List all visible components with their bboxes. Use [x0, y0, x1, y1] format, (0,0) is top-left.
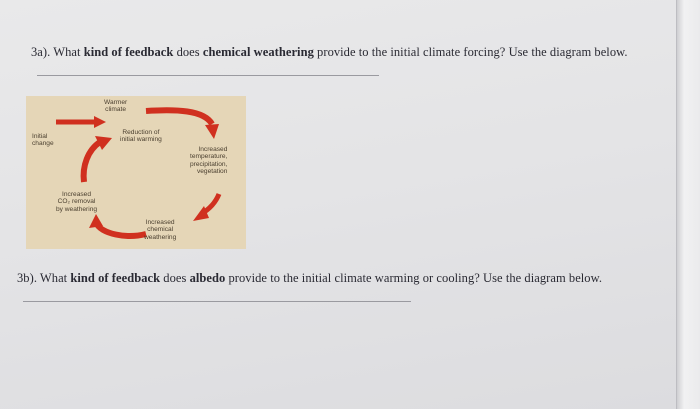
feedback-arrows — [56, 107, 222, 239]
question-3b-bold-1: kind of feedback — [70, 271, 161, 285]
warmer-climate-label: Warmer climate — [104, 99, 127, 114]
reduction-text: Reduction of initial warming — [120, 129, 162, 144]
answer-line-3b[interactable] — [23, 289, 411, 302]
page-edge — [676, 0, 700, 409]
question-3a: 3a). What kind of feedback does chemical… — [31, 44, 651, 76]
initial-change-label: Initial change — [32, 133, 54, 148]
question-3a-bold-2: chemical weathering — [202, 45, 314, 59]
warming-arrow — [145, 107, 215, 126]
initial-change-arrowhead — [94, 116, 106, 128]
question-3a-suffix: provide to the initial climate forcing? … — [313, 45, 628, 59]
warming-arrowhead — [205, 124, 219, 139]
initial-change-text: Initial change — [32, 133, 54, 148]
answer-line-3a[interactable] — [37, 63, 379, 76]
question-3b-prefix: 3b). What — [17, 271, 71, 285]
question-3b: 3b). What kind of feedback does albedo p… — [17, 270, 657, 302]
weathering-feedback-diagram: Initial change Warmer climate Reduction … — [26, 96, 246, 249]
question-3b-mid: does — [160, 271, 190, 285]
reduction-label: Reduction of initial warming — [120, 129, 162, 144]
question-3a-bold-1: kind of feedback — [83, 45, 174, 59]
reduction-arrowhead — [95, 136, 112, 150]
increased-temperature-label: Increased temperature, precipitation, ve… — [190, 146, 227, 176]
co2-removal-arrowhead — [89, 214, 103, 228]
increased-weathering-text: Increased chemical weathering — [144, 219, 177, 241]
reduction-arrow — [80, 139, 102, 183]
increased-co2-removal-text: Increased CO₂ removal by weathering — [56, 191, 98, 213]
increased-co2-removal-label: Increased CO₂ removal by weathering — [56, 191, 97, 213]
question-3b-bold-2: albedo — [189, 271, 226, 285]
increased-weathering-label: Increased chemical weathering — [144, 219, 176, 241]
increased-temperature-text: Increased temperature, precipitation, ve… — [190, 146, 228, 176]
warmer-climate-text: Warmer climate — [104, 99, 128, 114]
question-3b-suffix: provide to the initial climate warming o… — [225, 271, 603, 285]
weathering-arrowhead — [193, 206, 209, 221]
question-3a-prefix: 3a). What — [31, 45, 84, 59]
question-3a-mid: does — [173, 45, 203, 59]
co2-removal-arrow — [93, 221, 147, 239]
